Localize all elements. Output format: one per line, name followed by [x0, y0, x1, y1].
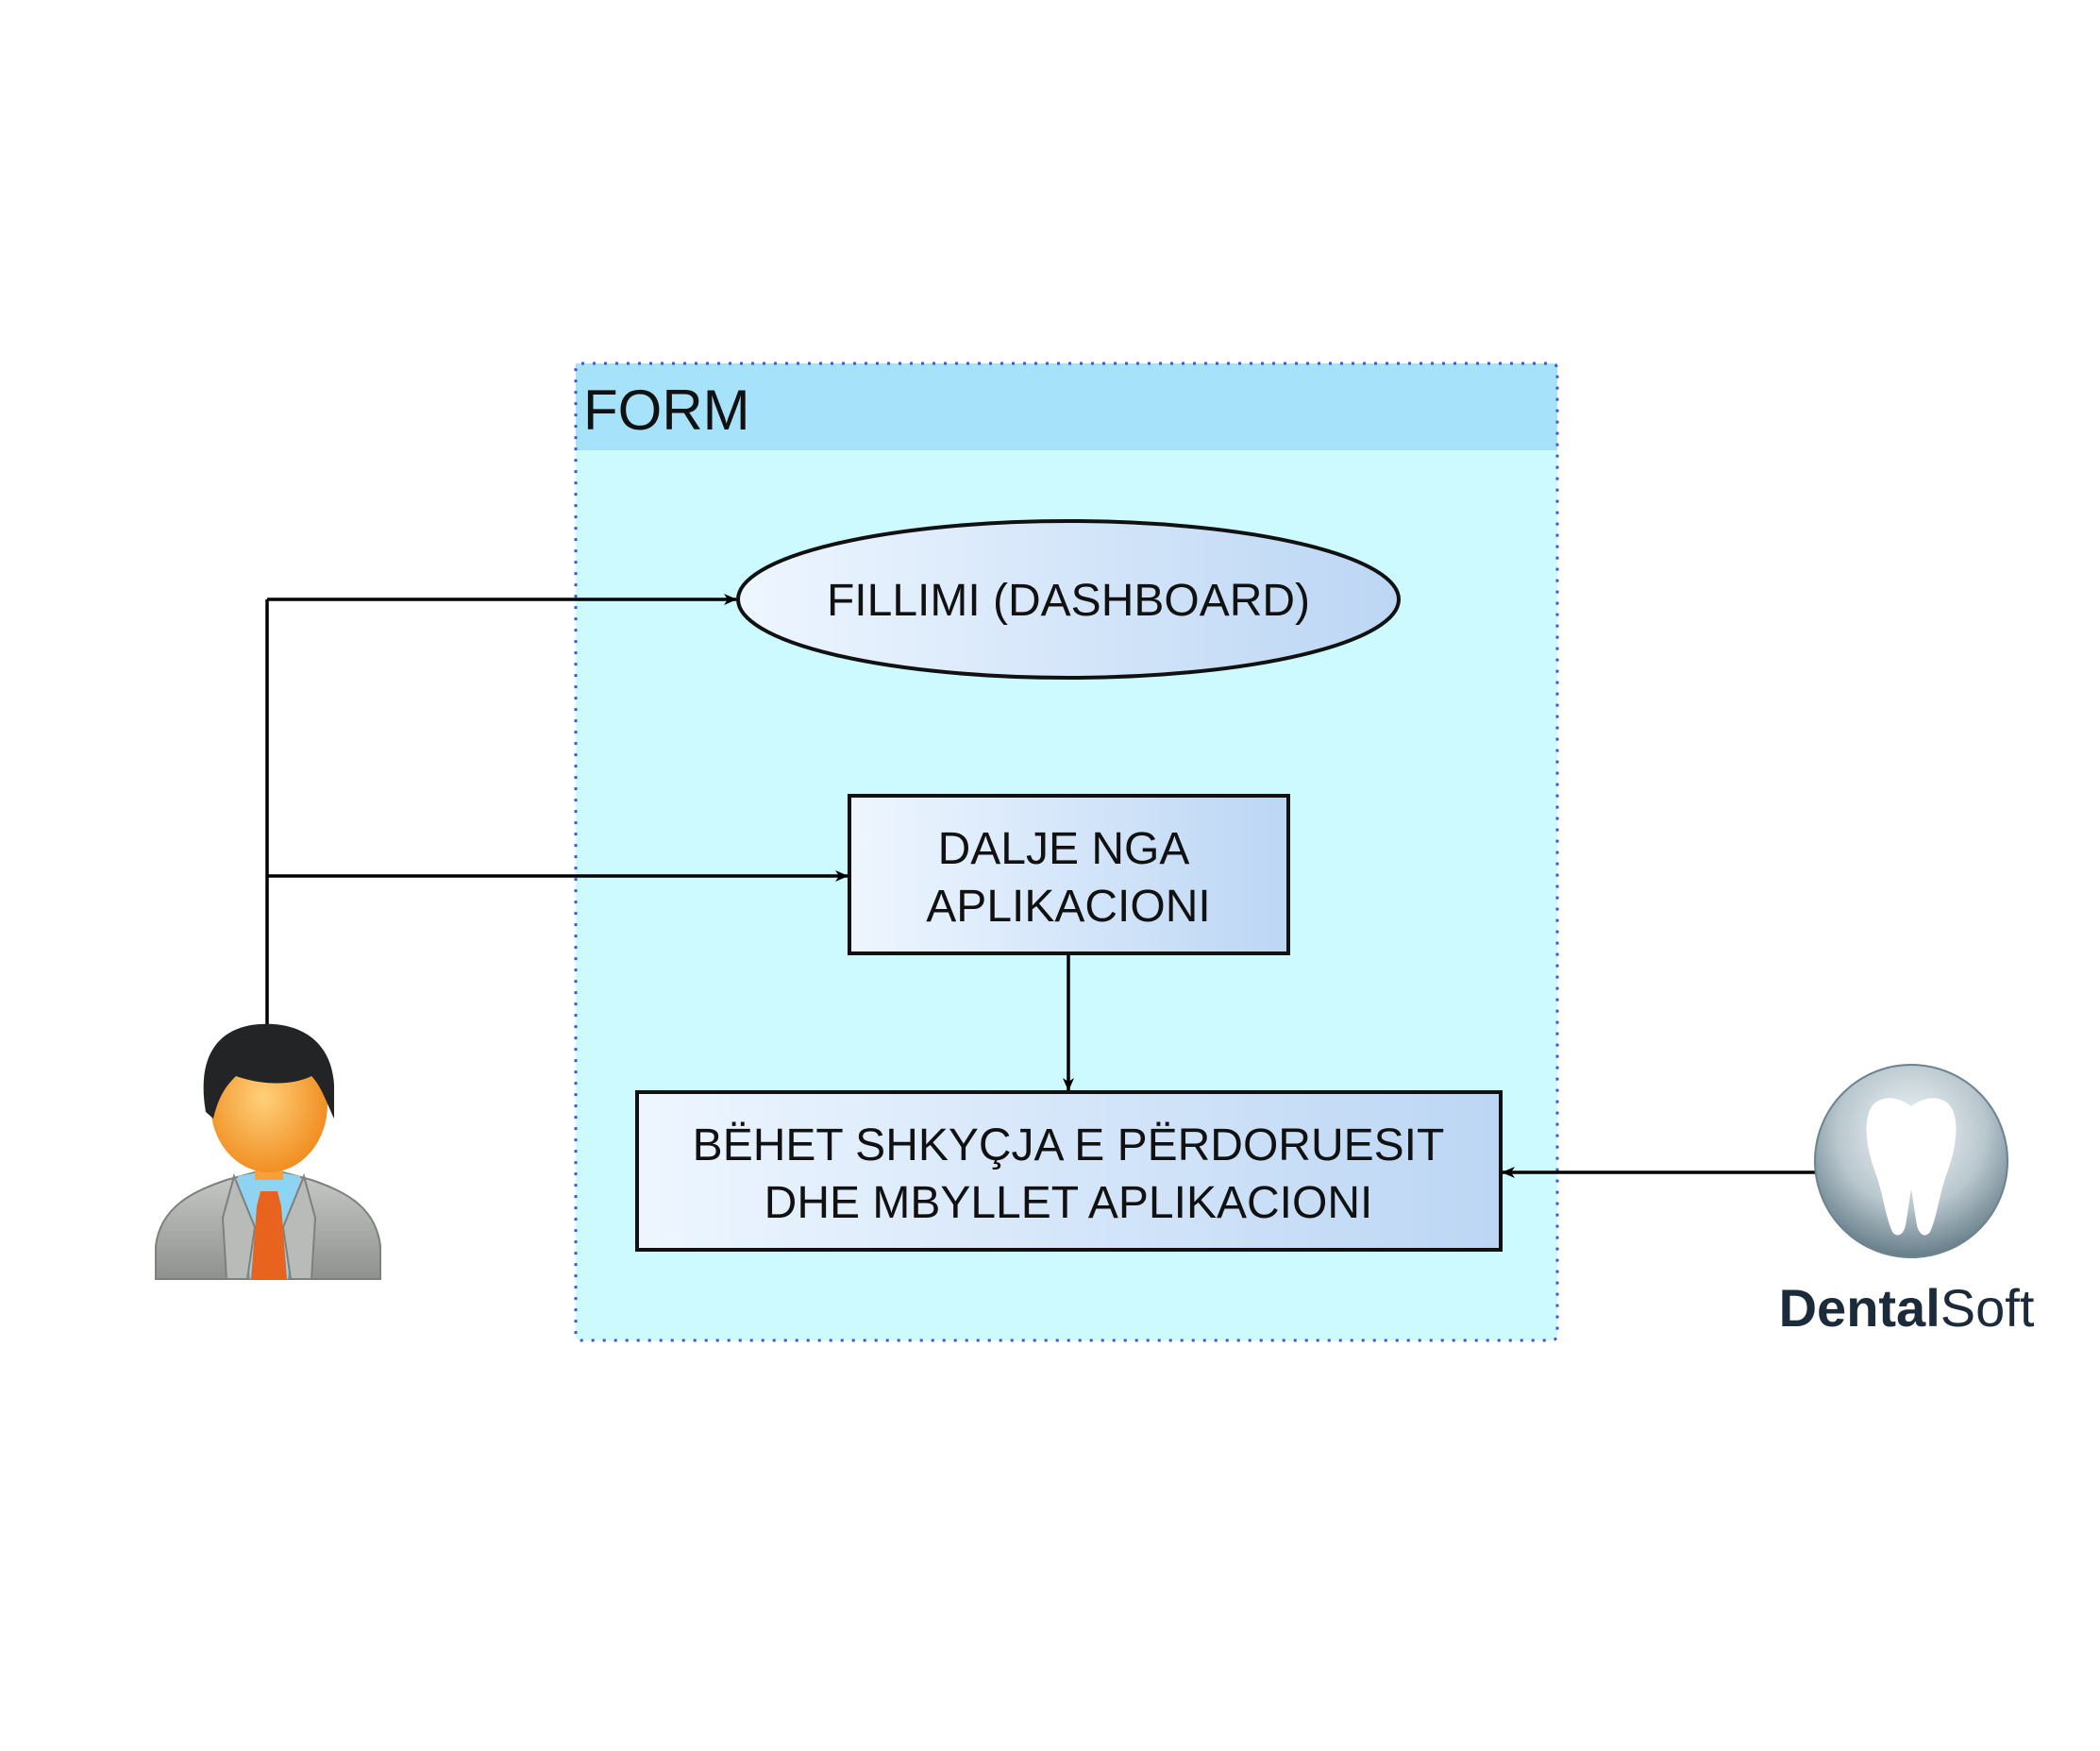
node-exit-label-line2: APLIKACIONI	[926, 882, 1210, 932]
user-avatar-icon	[155, 1023, 381, 1280]
logo-tooth	[1866, 1098, 1957, 1236]
form-frame-border	[574, 362, 1559, 1342]
node-logout-label-line2: DHE MBYLLET APLIKACIONI	[764, 1178, 1373, 1228]
node-start-shape[interactable]	[736, 519, 1401, 680]
logo-wordmark-bold: Dental	[1779, 1278, 1940, 1338]
form-frame-title: FORM	[583, 379, 750, 442]
user-tie	[251, 1191, 287, 1279]
tooth-logo-icon	[1814, 1064, 2008, 1258]
logo-wordmark-light: Soft	[1940, 1278, 2035, 1338]
node-exit-app[interactable]: DALJE NGA APLIKACIONI	[848, 794, 1290, 955]
form-frame-header	[576, 363, 1557, 450]
node-start-label: FILLIMI (DASHBOARD)	[827, 576, 1310, 626]
node-exit-shape[interactable]	[848, 794, 1290, 955]
node-logout-shape[interactable]	[635, 1090, 1503, 1252]
node-logout-label-line1: BËHET SHKYÇJA E PËRDORUESIT	[693, 1120, 1445, 1170]
node-start-dashboard[interactable]: FILLIMI (DASHBOARD)	[736, 519, 1401, 680]
logo-wordmark: DentalSoft	[1779, 1278, 2035, 1338]
node-logout-close[interactable]: BËHET SHKYÇJA E PËRDORUESIT DHE MBYLLET …	[635, 1090, 1503, 1252]
user-lapel-left	[221, 1172, 257, 1280]
edges	[265, 594, 1822, 1178]
user-lapel-right	[281, 1172, 317, 1280]
node-exit-label-line1: DALJE NGA	[938, 824, 1190, 874]
user-hair	[203, 1023, 334, 1119]
